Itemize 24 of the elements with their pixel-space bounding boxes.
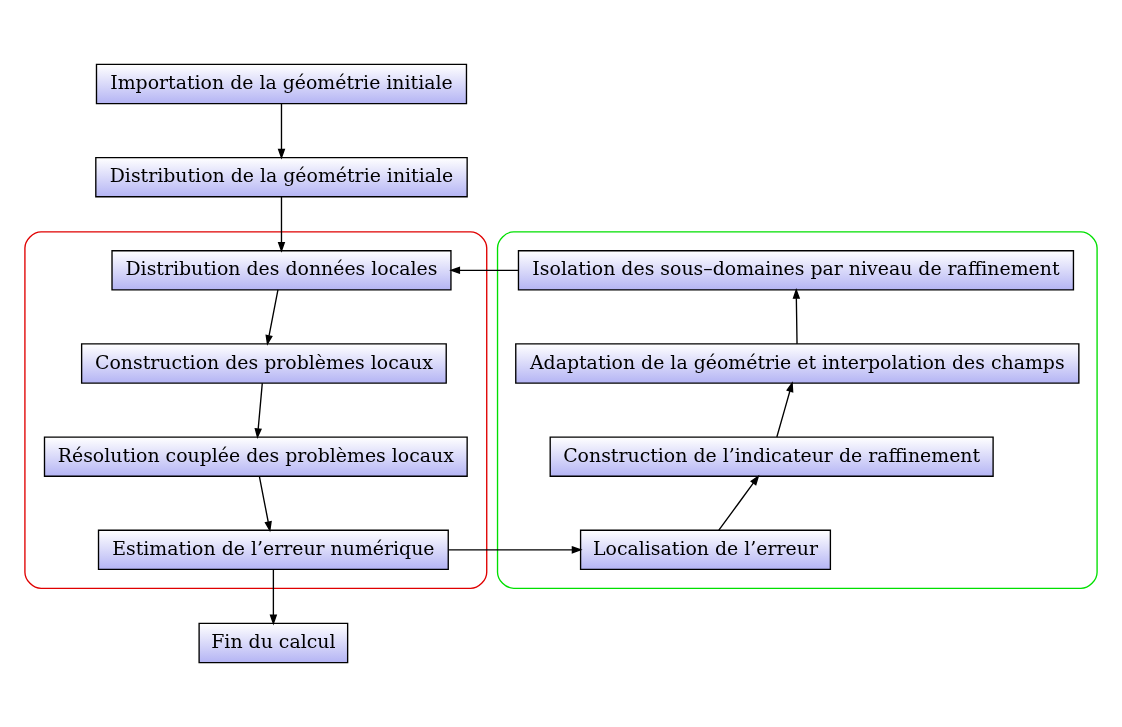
arrow [277, 102, 286, 160]
arrow [718, 474, 760, 531]
arrow [792, 287, 801, 345]
cluster [24, 231, 488, 589]
node-box: Résolution couplée des problèmes locaux [43, 436, 468, 477]
arrow [776, 381, 794, 438]
arrow [449, 266, 519, 275]
arrow [277, 196, 286, 253]
node-box: Importation de la géométrie initiale [95, 63, 468, 105]
cluster [496, 231, 1098, 589]
arrow [447, 546, 583, 554]
arrow [269, 568, 278, 626]
node-box: Localisation de l’erreur [579, 529, 832, 571]
arrow [258, 475, 272, 533]
node-box: Isolation des sous–domaines par niveau de raffinement [517, 250, 1075, 291]
node-box: Estimation de l’erreur numérique [97, 529, 449, 571]
node-box: Distribution de la géométrie initiale [95, 156, 468, 198]
node-box: Distribution des données locales [111, 250, 452, 291]
arrow [265, 289, 279, 346]
node-box: Fin du calcul [198, 622, 349, 664]
arrow [254, 382, 263, 440]
node-box: Adaptation de la géométrie et interpolation des champs [515, 343, 1080, 384]
node-box: Construction de l’indicateur de raffinement [549, 436, 994, 477]
node-box: Construction des problèmes locaux [80, 343, 447, 384]
